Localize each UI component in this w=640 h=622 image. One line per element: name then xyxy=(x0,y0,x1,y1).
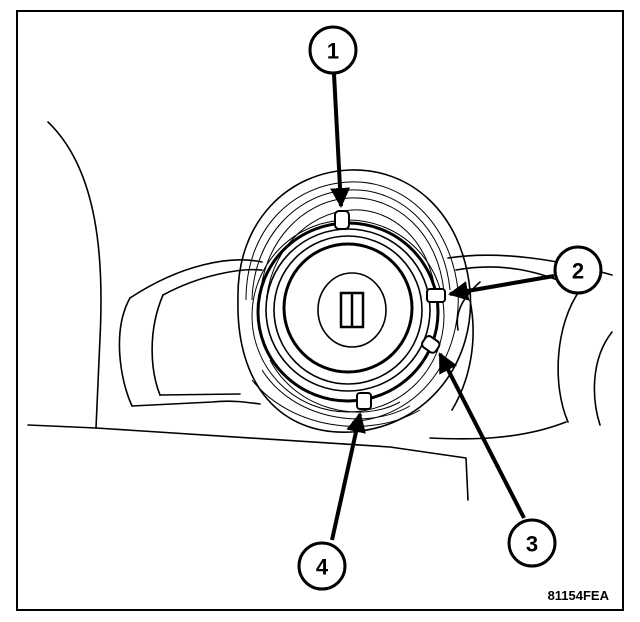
figure-code: 81154FEA xyxy=(548,588,610,603)
retaining-tabs xyxy=(334,210,446,410)
callout-2-label: 2 xyxy=(572,259,584,284)
tab-1 xyxy=(334,210,350,230)
callout-1: 1 xyxy=(308,25,358,75)
figure-border xyxy=(16,10,624,611)
tab-2 xyxy=(426,288,446,303)
arrow-4 xyxy=(330,412,366,541)
tab-4 xyxy=(356,392,372,410)
callout-4-label: 4 xyxy=(316,555,329,580)
callout-3: 3 xyxy=(507,518,557,568)
tab-3 xyxy=(421,335,441,354)
callout-2: 2 xyxy=(553,245,603,295)
arrow-2 xyxy=(448,274,555,301)
callout-1-label: 1 xyxy=(327,39,339,64)
leader-arrows xyxy=(330,73,555,541)
dashboard-trim xyxy=(27,121,613,501)
arrow-3 xyxy=(438,352,526,519)
key-cylinder xyxy=(317,272,387,348)
callout-4: 4 xyxy=(297,541,347,591)
callout-3-label: 3 xyxy=(526,532,538,557)
arrow-1 xyxy=(330,73,351,208)
